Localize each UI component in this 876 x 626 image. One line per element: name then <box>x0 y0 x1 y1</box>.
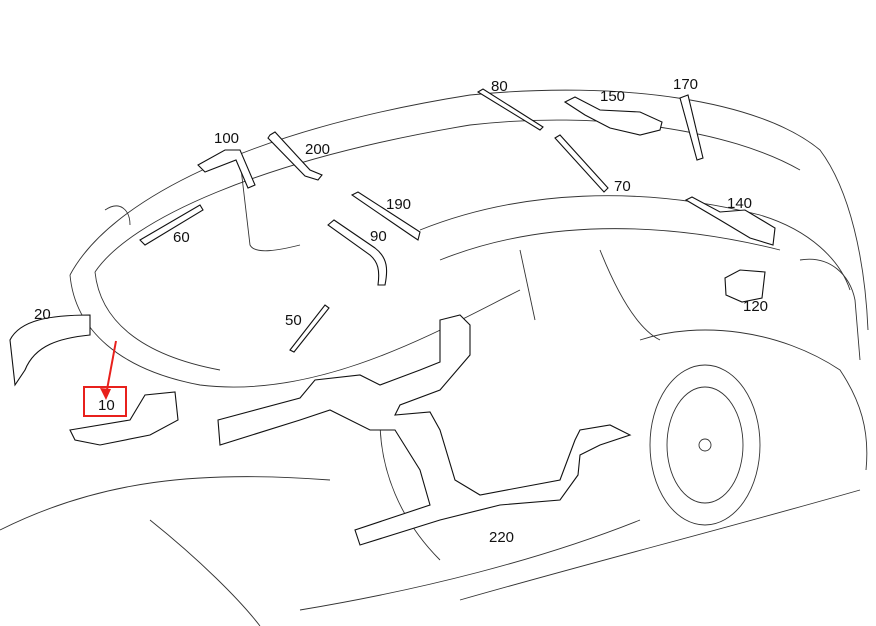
part-90-shape[interactable] <box>327 219 388 286</box>
part-label-120[interactable]: 120 <box>743 298 769 315</box>
part-label-90[interactable]: 90 <box>370 228 387 245</box>
part-200-shape[interactable] <box>267 131 323 181</box>
part-70-shape[interactable] <box>554 134 609 193</box>
part-label-20[interactable]: 20 <box>34 306 51 323</box>
part-label-70[interactable]: 70 <box>614 178 631 195</box>
part-label-50[interactable]: 50 <box>285 312 302 329</box>
part-10-shape[interactable] <box>69 391 179 446</box>
part-label-140[interactable]: 140 <box>727 195 753 212</box>
part-label-200[interactable]: 200 <box>305 141 331 158</box>
part-150-shape[interactable] <box>563 96 663 136</box>
part-80-shape[interactable] <box>476 88 544 131</box>
part-50-shape[interactable] <box>289 304 330 353</box>
part-label-60[interactable]: 60 <box>173 229 190 246</box>
highlight-box-part-10 <box>83 386 127 417</box>
part-label-190[interactable]: 190 <box>386 196 412 213</box>
part-120-shape[interactable] <box>724 269 766 303</box>
part-220-shape[interactable] <box>217 314 632 546</box>
part-label-170[interactable]: 170 <box>673 76 699 93</box>
part-190-shape[interactable] <box>350 191 421 241</box>
part-label-220[interactable]: 220 <box>489 529 515 546</box>
part-label-100[interactable]: 100 <box>214 130 240 147</box>
part-20-shape[interactable] <box>9 314 91 387</box>
part-label-80[interactable]: 80 <box>491 78 508 95</box>
part-100-shape[interactable] <box>197 149 256 189</box>
part-label-150[interactable]: 150 <box>600 88 626 105</box>
part-170-shape[interactable] <box>679 94 704 161</box>
part-60-shape[interactable] <box>139 204 204 246</box>
part-140-shape[interactable] <box>684 196 776 246</box>
car-body-outline <box>0 89 869 626</box>
part-label-10[interactable]: 10 <box>98 397 115 414</box>
